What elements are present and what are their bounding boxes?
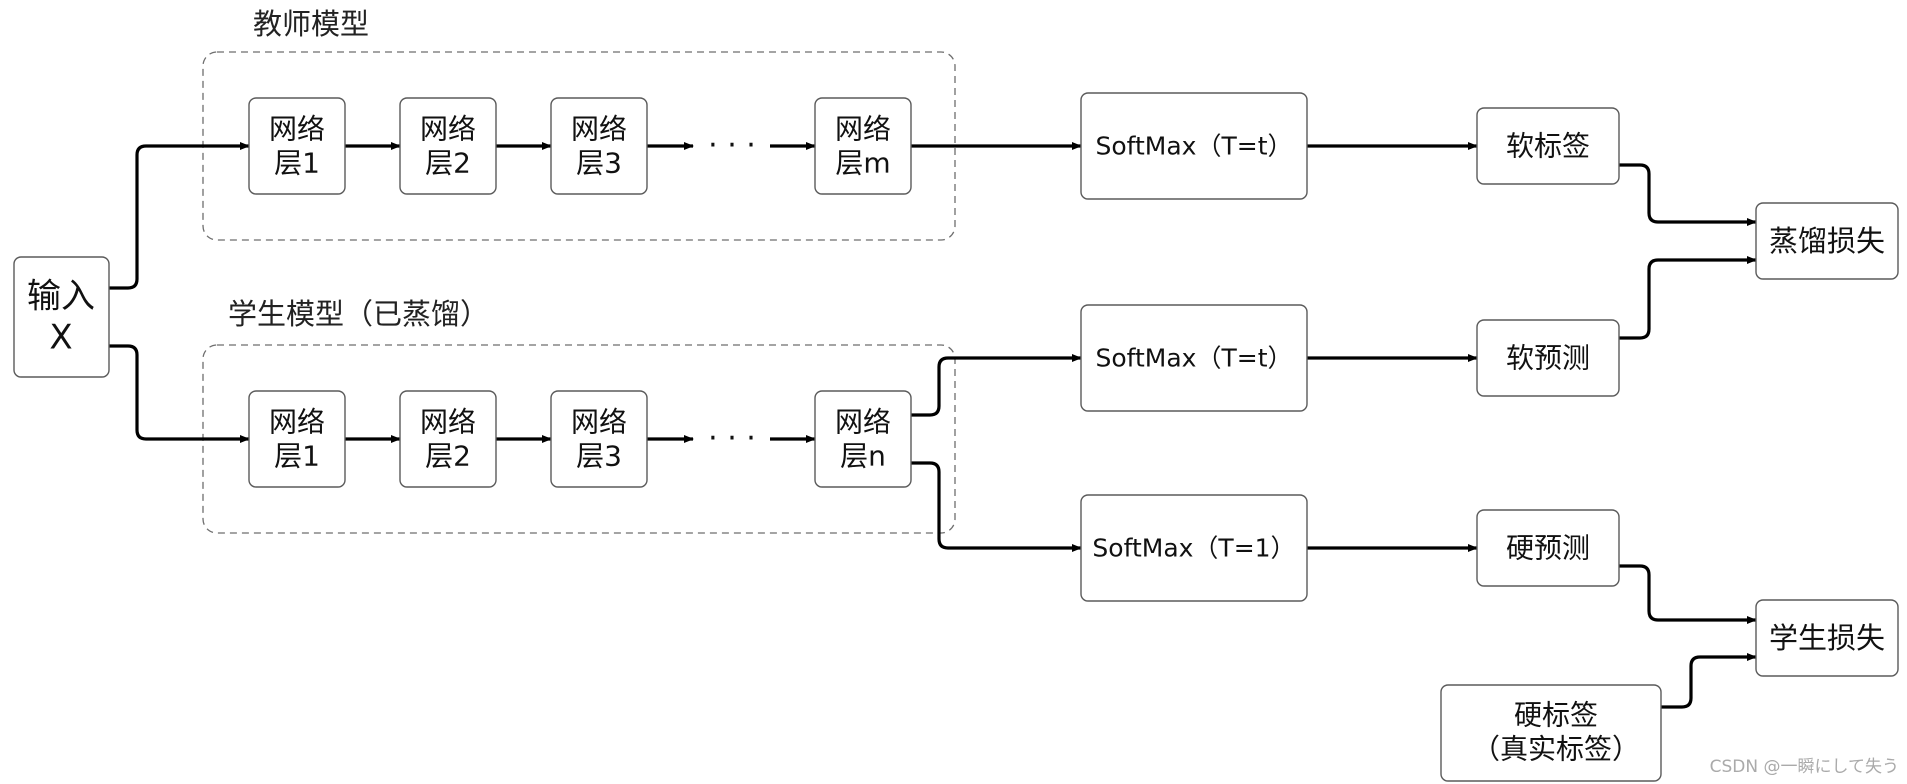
input-node-label-line-1: 输入 bbox=[27, 276, 95, 316]
student-layer-2-label-line-1: 网络 bbox=[420, 405, 476, 438]
student-layer-1-label-line-2: 层1 bbox=[274, 440, 320, 473]
softmax-student-soft-node-label-line-1: SoftMax（T=t） bbox=[1095, 344, 1292, 373]
hard-label-node: 硬标签（真实标签） bbox=[1440, 684, 1662, 782]
edge-input-to-student bbox=[109, 344, 250, 443]
student-layer-n-label-line-1: 网络 bbox=[835, 405, 891, 438]
hard-label-node-label-line-2: （真实标签） bbox=[1472, 733, 1640, 766]
edge-input-to-teacher bbox=[109, 142, 250, 290]
edge-student-n-softmax-hard bbox=[911, 461, 1082, 552]
teacher-model-title: 教师模型 bbox=[253, 7, 369, 41]
watermark: CSDN @一瞬にして失う bbox=[1710, 757, 1899, 777]
student-model-title: 学生模型（已蒸馏） bbox=[228, 297, 489, 331]
softmax-teacher-node-label-line-1: SoftMax（T=t） bbox=[1095, 132, 1292, 161]
student-layer-3-label-line-2: 层3 bbox=[576, 440, 622, 473]
student-layer-2-label-line-2: 层2 bbox=[425, 440, 471, 473]
student-layer-1-label-line-1: 网络 bbox=[269, 405, 325, 438]
hard-prediction-node: 硬预测 bbox=[1476, 509, 1620, 587]
student-layer-n-label-line-2: 层n bbox=[840, 440, 886, 473]
input-node: 输入X bbox=[13, 256, 110, 378]
edge-hard-label-to-student-loss bbox=[1661, 653, 1757, 709]
soft-prediction-node-label-line-1: 软预测 bbox=[1506, 342, 1590, 375]
hard-label-node-label-line-1: 硬标签 bbox=[1514, 698, 1598, 731]
edge-soft-pred-to-distill-loss bbox=[1619, 256, 1757, 340]
teacher-layer-m-label-line-1: 网络 bbox=[835, 112, 891, 145]
distillation-loss-node: 蒸馏损失 bbox=[1755, 202, 1899, 280]
teacher-layer-2-label-line-2: 层2 bbox=[425, 147, 471, 180]
edge-hard-pred-to-student-loss bbox=[1619, 564, 1757, 624]
student-ellipsis: · · · bbox=[708, 421, 756, 456]
student-loss-node-label-line-1: 学生损失 bbox=[1769, 621, 1885, 655]
teacher-ellipsis: · · · bbox=[708, 128, 756, 163]
student-loss-node: 学生损失 bbox=[1755, 599, 1899, 677]
softmax-student-soft-node: SoftMax（T=t） bbox=[1080, 304, 1308, 412]
hard-prediction-node-label-line-1: 硬预测 bbox=[1506, 532, 1590, 565]
soft-prediction-node: 软预测 bbox=[1476, 319, 1620, 397]
edge-soft-label-to-distill-loss bbox=[1619, 163, 1757, 226]
edges bbox=[109, 142, 1757, 709]
teacher-layer-1-label-line-1: 网络 bbox=[269, 112, 325, 145]
edge-student-n-softmax-soft bbox=[911, 354, 1082, 417]
teacher-layer-3-label-line-1: 网络 bbox=[571, 112, 627, 145]
softmax-student-hard-node: SoftMax（T=1） bbox=[1080, 494, 1308, 602]
student-layer-3-label-line-1: 网络 bbox=[571, 405, 627, 438]
teacher-layer-m-label-line-2: 层m bbox=[835, 147, 890, 180]
softmax-teacher-node: SoftMax（T=t） bbox=[1080, 92, 1308, 200]
input-node-label-line-2: X bbox=[49, 318, 72, 358]
softmax-student-hard-node-label-line-1: SoftMax（T=1） bbox=[1092, 534, 1295, 563]
soft-label-node: 软标签 bbox=[1476, 107, 1620, 185]
distillation-loss-node-label-line-1: 蒸馏损失 bbox=[1769, 224, 1885, 258]
teacher-layer-1-label-line-2: 层1 bbox=[274, 147, 320, 180]
teacher-layer-2-label-line-1: 网络 bbox=[420, 112, 476, 145]
teacher-layer-3-label-line-2: 层3 bbox=[576, 147, 622, 180]
soft-label-node-label-line-1: 软标签 bbox=[1506, 130, 1590, 163]
